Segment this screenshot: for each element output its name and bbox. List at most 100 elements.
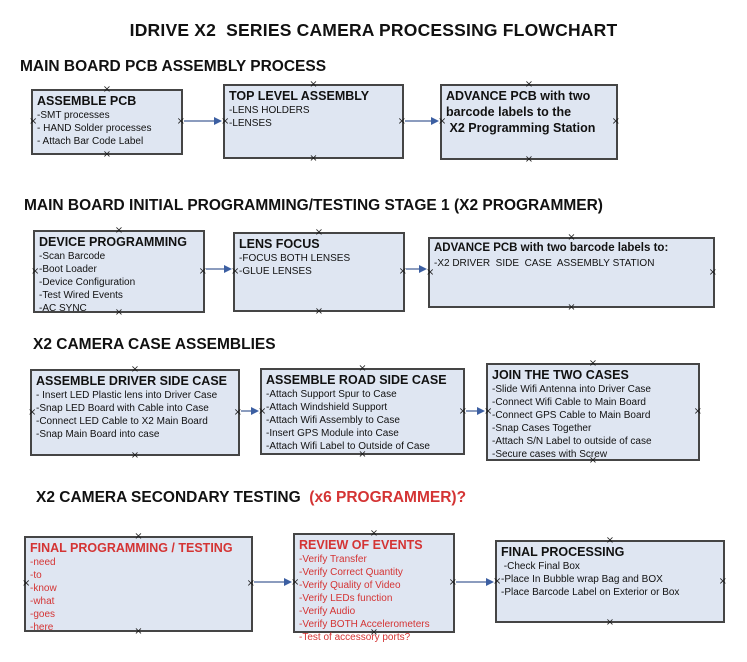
section-heading-pcb-assembly: MAIN BOARD PCB ASSEMBLY PROCESS <box>20 58 327 75</box>
box-item-line: -Insert GPS Module into Case <box>266 428 399 439</box>
flow-box-assemble-driver-side-case: ASSEMBLE DRIVER SIDE CASE - Insert LED P… <box>28 365 242 461</box>
box-items: -FOCUS BOTH LENSES-GLUE LENSES <box>239 252 399 278</box>
box-items: -Verify Transfer -Verify Correct Quantity… <box>299 553 449 644</box>
box-title: ADVANCE PCB with two barcode labels to: <box>434 242 669 254</box>
box-title: ASSEMBLE PCB <box>37 94 137 108</box>
box-item-line: - HAND Solder processes <box>37 123 152 134</box>
arrow-head-icon <box>251 406 259 415</box>
box-item-line: -Check Final Box <box>501 561 580 572</box>
arrow-line <box>456 581 488 583</box>
box-item-line: -Connect Wifi Cable to Main Board <box>492 397 646 408</box>
arrow-head-icon <box>214 116 222 125</box>
box-item-line: -Verify Correct Quantity <box>299 567 403 578</box>
box-item-line: -Secure cases with Screw <box>492 449 608 460</box>
box-item-line: -know <box>30 583 57 594</box>
box-item-line: -Snap Cases Together <box>492 423 592 434</box>
connection-handle-icon: × <box>397 115 406 127</box>
arrow-head-icon <box>477 406 485 415</box>
box-item-line: -Verify LEDs function <box>299 593 393 604</box>
box-item-line: -Verify Transfer <box>299 554 367 565</box>
box-item-line: -Connect LED Cable to X2 Main Board <box>36 416 208 427</box>
connection-handle-icon: × <box>233 406 242 418</box>
box-item-line: -Attach S/N Label to outside of case <box>492 436 652 447</box>
box-items: -SMT processes - HAND Solder processes - A… <box>37 109 177 148</box>
box-item-line: -Place Barcode Label on Exterior or Box <box>501 587 680 598</box>
box-item-line: -to <box>30 570 42 581</box>
connection-handle-icon: × <box>176 116 185 127</box>
connection-handle-icon: × <box>611 116 620 127</box>
arrow-head-icon <box>224 264 232 273</box>
flow-box-assemble-pcb: ASSEMBLE PCB -SMT processes - HAND Solder… <box>29 85 185 160</box>
connection-handle-icon: × <box>102 149 112 160</box>
box-item-line: -Verify Quality of Video <box>299 580 401 591</box>
flow-box-final-programming-testing: FINAL PROGRAMMING / TESTING -need -to -kno… <box>22 532 255 637</box>
connection-handle-icon: × <box>524 154 534 165</box>
flow-box-final-processing: FINAL PROCESSING -Check Final Box -Place … <box>493 536 727 628</box>
arrow-line <box>241 410 253 412</box>
box-items: -X2 DRIVER SIDE CASE ASSEMBLY STATION <box>434 257 709 270</box>
section-heading-initial-programming: MAIN BOARD INITIAL PROGRAMMING/TESTING S… <box>24 197 603 214</box>
connection-handle-icon: × <box>448 577 457 588</box>
box-items: -Slide Wifi Antenna into Driver Case-Con… <box>492 383 694 461</box>
connection-handle-icon: × <box>309 153 318 164</box>
flow-box-advance-pcb-driver-side-station: ADVANCE PCB with two barcode labels to: … <box>426 233 717 313</box>
connection-handle-icon: × <box>314 306 324 317</box>
box-item-line: -Attach Wifi Label to Outside of Case <box>266 441 430 452</box>
arrow-head-icon <box>486 577 494 586</box>
arrow-line <box>184 120 216 122</box>
box-item-line: -need <box>30 557 56 568</box>
box-item-line: -LENS HOLDERS <box>229 105 310 116</box>
box-item-line: - Attach Bar Code Label <box>37 136 144 147</box>
box-item-line: -goes <box>30 609 56 620</box>
box-item-line: - Insert LED Plastic lens into Driver Ca… <box>36 390 218 401</box>
box-item-line: -Snap Main Board into case <box>36 429 160 440</box>
arrow-line <box>466 410 479 412</box>
box-item-line: -here <box>30 622 54 633</box>
box-title: ADVANCE PCB with two barcode labels to t… <box>446 89 596 135</box>
box-item-line: -LENSES <box>229 118 272 129</box>
flow-box-advance-pcb-programming-station: ADVANCE PCB with two barcode labels to t… <box>438 80 620 165</box>
box-item-line: -Verify BOTH Accelerometers <box>299 619 430 630</box>
section-heading-secondary-testing: X2 CAMERA SECONDARY TESTING (x6 PROGRAMM… <box>36 489 466 507</box>
connection-handle-icon: × <box>708 266 717 278</box>
box-item-line: -Test of accessory ports? <box>299 632 411 643</box>
connection-handle-icon: × <box>458 405 467 417</box>
flow-box-review-of-events: REVIEW OF EVENTS -Verify Transfer-Verify… <box>291 529 457 644</box>
box-items: -LENS HOLDERS -LENSES <box>229 104 398 130</box>
box-item-line: -AC SYNC <box>39 303 87 314</box>
connection-handle-icon: × <box>718 575 727 587</box>
flow-box-top-level-assembly: TOP LEVEL ASSEMBLY -LENS HOLDERS-LENSES … <box>221 80 406 164</box>
connection-handle-icon: × <box>605 617 615 628</box>
box-title: REVIEW OF EVENTS <box>299 538 423 552</box>
flow-box-lens-focus: LENS FOCUS -FOCUS BOTH LENSES-GLUE LENSE… <box>231 228 407 317</box>
connection-handle-icon: × <box>130 450 140 461</box>
flow-box-assemble-road-side-case: ASSEMBLE ROAD SIDE CASE -Attach Support … <box>258 364 467 460</box>
arrow-line <box>206 268 226 270</box>
box-item-line: -Attach Windshield Support <box>266 402 388 413</box>
section-heading-case-assemblies: X2 CAMERA CASE ASSEMBLIES <box>33 336 276 353</box>
box-title: TOP LEVEL ASSEMBLY <box>229 89 370 103</box>
box-item-line: -X2 DRIVER SIDE CASE ASSEMBLY STATION <box>434 257 655 269</box>
arrow-head-icon <box>431 116 439 125</box>
box-title: FINAL PROCESSING <box>501 545 625 559</box>
box-item-line: -Boot Loader <box>39 264 97 275</box>
box-item-line: -GLUE LENSES <box>239 266 312 277</box>
flow-box-join-the-two-cases: JOIN THE TWO CASES -Slide Wifi Antenna i… <box>484 359 702 466</box>
arrow-head-icon <box>284 577 292 586</box>
box-items: - Insert LED Plastic lens into Driver Ca… <box>36 389 234 441</box>
box-items: -need-to-know-what-goes-here <box>30 556 247 634</box>
page-title: IDRIVE X2 SERIES CAMERA PROCESSING FLOWC… <box>129 20 618 40</box>
box-item-line: -Scan Barcode <box>39 251 106 262</box>
connection-handle-icon: × <box>693 406 702 417</box>
section-heading-secondary-testing-text: X2 CAMERA SECONDARY TESTING <box>36 489 305 506</box>
box-items: -Scan Barcode-Boot Loader-Device Configu… <box>39 250 199 315</box>
box-items: -Attach Support Spur to Case -Attach Wind… <box>266 388 459 453</box>
box-item-line: -Attach Support Spur to Case <box>266 389 397 400</box>
box-title: FINAL PROGRAMMING / TESTING <box>30 541 233 555</box>
box-item-line: -SMT processes <box>37 110 110 121</box>
box-item-line: -Verify Audio <box>299 606 356 617</box>
box-title: DEVICE PROGRAMMING <box>39 235 187 249</box>
box-item-line: -Connect GPS Cable to Main Board <box>492 410 651 421</box>
arrow-line <box>406 268 421 270</box>
